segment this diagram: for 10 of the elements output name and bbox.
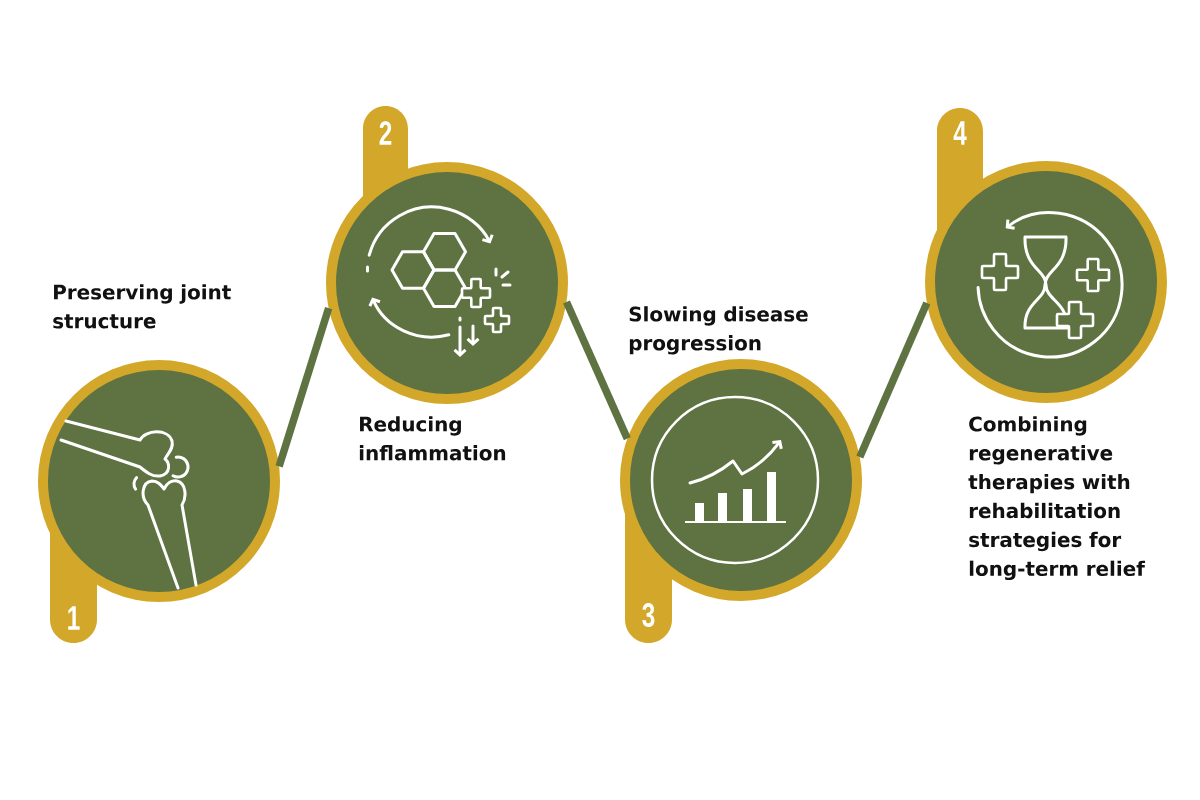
connector-line	[856, 301, 931, 459]
number-tab: 3	[625, 501, 672, 643]
step-heading: Reducing inflammation	[359, 416, 506, 461]
connector-line	[563, 300, 631, 441]
number-tab: 2	[363, 106, 408, 201]
number-tab: 1	[50, 526, 97, 643]
connector-line	[275, 307, 333, 468]
step-heading: Slowing disease progression	[629, 306, 808, 355]
step-heading: Combining regenerative therapies with rehabilitation strategies for long-term relief	[968, 416, 1146, 581]
step-heading: Preserving joint structure	[53, 284, 231, 329]
